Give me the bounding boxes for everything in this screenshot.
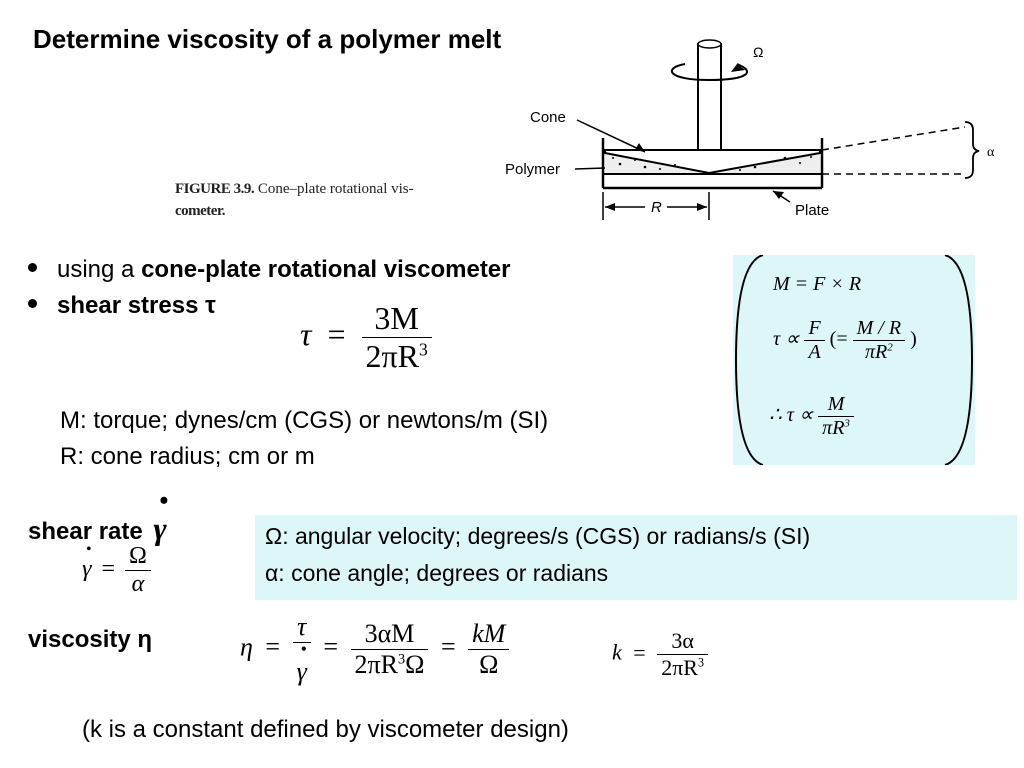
figure-caption-label: FIGURE 3.9. [175, 181, 255, 197]
plate-label: Plate [795, 202, 829, 219]
cone-label: Cone [530, 109, 566, 126]
footnote: (k is a constant defined by viscometer d… [82, 716, 569, 743]
shear-rate-label: shear rate •γ [28, 486, 169, 546]
omega-definition: Ω: angular velocity; degrees/s (CGS) or … [265, 523, 811, 549]
definition-torque: M: torque; dynes/cm (CGS) or newtons/m (… [60, 407, 549, 434]
figure-caption-line1: Cone–plate rotational vis- [257, 181, 414, 197]
omega-alpha-definitions-box: Ω: angular velocity; degrees/s (CGS) or … [255, 515, 1017, 600]
alpha-brace [964, 121, 980, 179]
shaft [697, 43, 722, 155]
definition-radius: R: cone radius; cm or m [60, 443, 315, 470]
cone-plate-viscometer-diagram: Ω α Cone Polymer R Plate [505, 39, 995, 220]
bullet-viscometer: using a cone-plate rotational viscometer [28, 256, 511, 284]
bullet-icon [28, 263, 37, 273]
viscosity-equation: η = τ •γ = 3αM 2πR3Ω = kM Ω [240, 612, 510, 687]
gamma-dot-symbol: •γ [153, 486, 169, 546]
viscosity-label: viscosity η [28, 626, 153, 653]
omega-label: Ω [753, 44, 763, 60]
shear-stress-equation: τ = 3M 2πR3 [300, 300, 432, 375]
k-equation: k = 3α 2πR3 [612, 628, 709, 681]
bullet-shear-stress: shear stress τ [28, 292, 216, 320]
polymer-layer [605, 153, 820, 173]
alpha-definition: α: cone angle; degrees or radians [265, 560, 609, 586]
derivation-line1: M = F × R [773, 273, 862, 295]
polymer-label: Polymer [505, 161, 560, 178]
alpha-label: α [987, 145, 995, 160]
rotation-arrow [671, 63, 749, 82]
figure-caption: FIGURE 3.9. Cone–plate rotational vis- c… [175, 178, 475, 222]
cone [604, 149, 821, 175]
bullet-icon [28, 299, 37, 309]
page-title: Determine viscosity of a polymer melt [33, 24, 502, 54]
radius-label: R [651, 199, 662, 216]
figure-caption-line2: cometer. [175, 203, 226, 219]
